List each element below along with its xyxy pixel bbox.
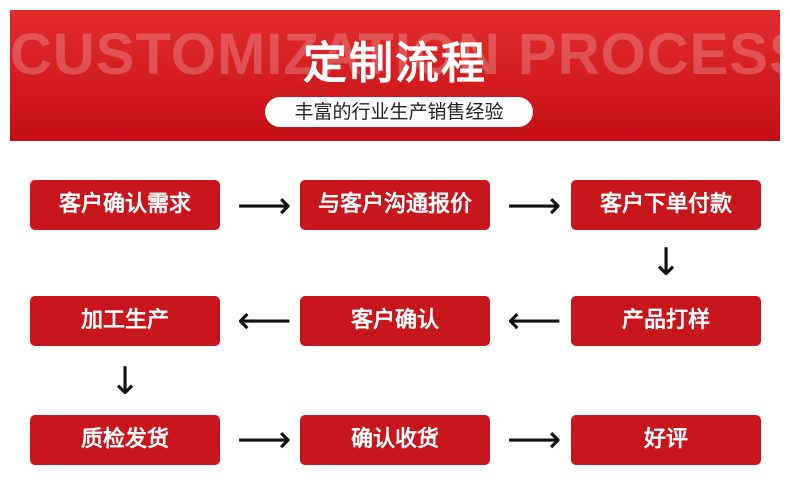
arrow-left-icon: ⟵	[507, 298, 562, 342]
arrow-left-icon: ⟵	[237, 298, 292, 342]
step-confirm-receipt: 确认收货	[300, 415, 490, 465]
step-confirm-requirements: 客户确认需求	[30, 180, 220, 230]
subtitle-pill: 丰富的行业生产销售经验	[265, 97, 533, 127]
arrow-down-icon: ↓	[109, 359, 141, 403]
step-negotiate-quote: 与客户沟通报价	[300, 180, 490, 230]
page-title: 定制流程	[303, 38, 487, 89]
banner-background-text: CUSTOMIZATION PROCESS	[10, 22, 790, 87]
step-sample: 产品打样	[571, 296, 761, 346]
arrow-right-icon: ⟶	[507, 183, 562, 227]
arrow-right-icon: ⟶	[507, 417, 562, 461]
step-customer-confirm: 客户确认	[300, 296, 490, 346]
arrow-right-icon: ⟶	[237, 183, 292, 227]
step-place-order-pay: 客户下单付款	[571, 180, 761, 230]
arrow-right-icon: ⟶	[237, 417, 292, 461]
arrow-down-icon: ↓	[650, 240, 682, 284]
header-banner: CUSTOMIZATION PROCESS 定制流程 丰富的行业生产销售经验	[10, 10, 790, 141]
step-inspect-ship: 质检发货	[30, 415, 220, 465]
step-production: 加工生产	[30, 296, 220, 346]
step-positive-review: 好评	[571, 415, 761, 465]
